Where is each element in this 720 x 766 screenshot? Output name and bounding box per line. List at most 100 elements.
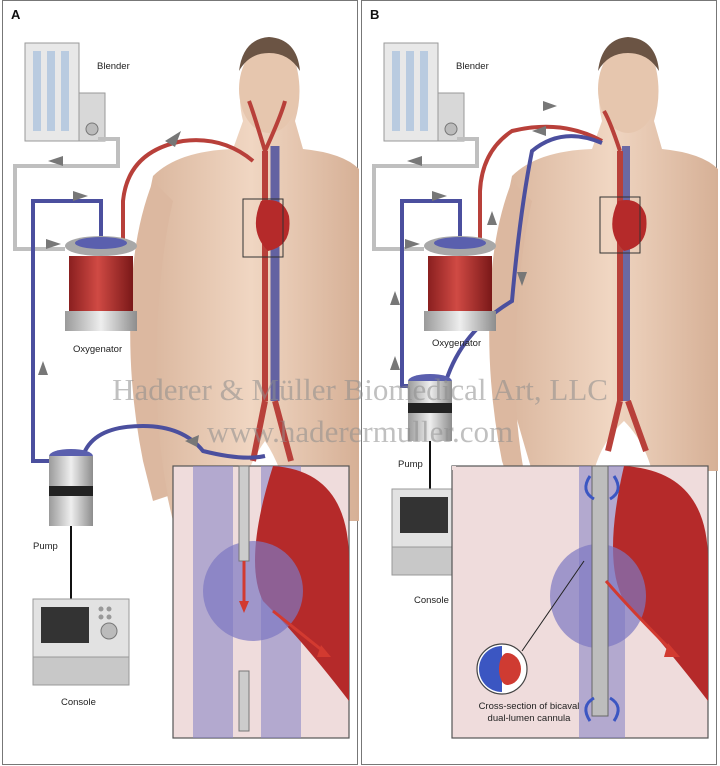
vessels — [242, 100, 294, 462]
arrow-left-icon — [532, 126, 546, 136]
tubing — [13, 137, 266, 601]
arrow-right-icon — [73, 191, 88, 201]
cross-section-arterial-lumen — [499, 653, 521, 685]
torso — [501, 39, 718, 471]
arrow-down-icon — [239, 601, 249, 613]
pump-upper — [408, 381, 452, 403]
blender-tube — [61, 51, 69, 131]
pump-lower — [408, 413, 452, 441]
heart-inset-marker — [242, 198, 284, 258]
venous-line-to-pump — [31, 199, 103, 463]
console-button — [98, 606, 104, 612]
console-knob — [100, 622, 118, 640]
console-label: Console — [414, 595, 449, 606]
oxygenator-inlet — [434, 237, 486, 249]
pump-band — [49, 486, 93, 496]
inset-atrium — [203, 541, 303, 641]
arrow-down-icon — [517, 272, 527, 286]
arrow-right-icon — [46, 239, 61, 249]
oxygenator-label: Oxygenator — [73, 344, 123, 355]
blender-device — [24, 42, 106, 142]
torso — [142, 39, 359, 521]
callout-line — [521, 560, 585, 652]
blender-tube — [47, 51, 55, 131]
hair — [598, 37, 659, 71]
console-screen — [41, 607, 89, 643]
arrow-up-icon — [38, 361, 48, 375]
blender-tube — [406, 51, 414, 131]
gas-line — [13, 137, 120, 251]
patient-body — [489, 37, 718, 491]
heart-inset — [172, 465, 350, 739]
console-device — [32, 598, 130, 686]
inset-corner — [452, 466, 456, 470]
cross-section-caption-line2: dual-lumen cannula — [487, 713, 571, 724]
blender-knob — [444, 122, 458, 136]
arm-right — [489, 181, 532, 491]
heart-inset — [451, 465, 709, 739]
console-screen — [400, 497, 448, 533]
pump-device — [408, 374, 452, 441]
inset-dual-lumen-cannula — [591, 465, 609, 717]
hair — [239, 37, 300, 71]
watermark-line2: www.haderermuller.com — [206, 414, 514, 449]
aorta — [605, 151, 649, 453]
pump-upper — [49, 456, 93, 486]
inset-cannula-lower — [238, 670, 250, 732]
oxygenator-base — [65, 311, 137, 331]
blender-label: Blender — [456, 61, 489, 72]
inset-flow-in-top — [584, 475, 620, 501]
arrow-curved-icon — [165, 131, 181, 147]
head — [598, 45, 658, 133]
heart — [612, 200, 647, 251]
heart-inset-marker — [599, 196, 641, 254]
oxygenator-base — [424, 311, 496, 331]
aorta — [250, 151, 294, 462]
panel-a-letter: A — [11, 7, 21, 22]
heart — [255, 200, 290, 251]
cross-section-caption-line1: Cross-section of bicaval — [478, 701, 580, 712]
watermark-line1: Haderer & Müller Biomedical Art, LLC — [112, 372, 608, 407]
carotid-artery — [602, 109, 622, 152]
panel-b-letter: B — [370, 7, 380, 22]
oxygenator-device — [424, 236, 496, 331]
inset-flow-in-bottom — [584, 696, 620, 722]
console-button — [106, 606, 112, 612]
carotid-arteries — [247, 100, 287, 152]
pump-label: Pump — [398, 459, 423, 470]
gas-line — [372, 137, 479, 251]
oxygenator-inlet — [75, 237, 127, 249]
inset-heart-muscle — [613, 466, 708, 701]
vessels — [599, 109, 649, 453]
arrow-left-icon — [407, 156, 422, 166]
arrow-up-icon — [487, 211, 497, 225]
arm-right — [130, 181, 173, 501]
pump-device — [49, 449, 93, 526]
arrow-left-icon — [185, 435, 199, 447]
patient-body — [130, 37, 359, 521]
arrow-up-icon — [390, 356, 400, 370]
panel-a: A Blender Oxygenator Pump Console — [2, 0, 359, 765]
console-label: Console — [61, 697, 96, 708]
inset-flow — [604, 580, 674, 653]
oxygenator-device — [65, 236, 137, 331]
venous-drainage-line — [81, 423, 266, 460]
oxygenator-chamber — [69, 256, 133, 318]
pump-label: Pump — [33, 541, 58, 552]
console-button — [98, 614, 104, 620]
inset-cannula — [238, 465, 250, 562]
blender-tube — [420, 51, 428, 131]
flow-arrows — [38, 131, 199, 447]
venous-drainage-line — [444, 134, 603, 382]
arterial-return-line — [478, 124, 603, 241]
console-base — [32, 656, 130, 686]
blender-label: Blender — [97, 61, 130, 72]
flow-arrows — [390, 101, 557, 370]
blender-tube — [33, 51, 41, 131]
arrow-up-icon — [390, 291, 400, 305]
panel-b-illustration — [372, 37, 718, 739]
blender-knob — [85, 122, 99, 136]
oxygenator-chamber — [428, 256, 492, 318]
panel-b: B Blender Oxygenator Pump Console Cross-… — [361, 0, 718, 765]
